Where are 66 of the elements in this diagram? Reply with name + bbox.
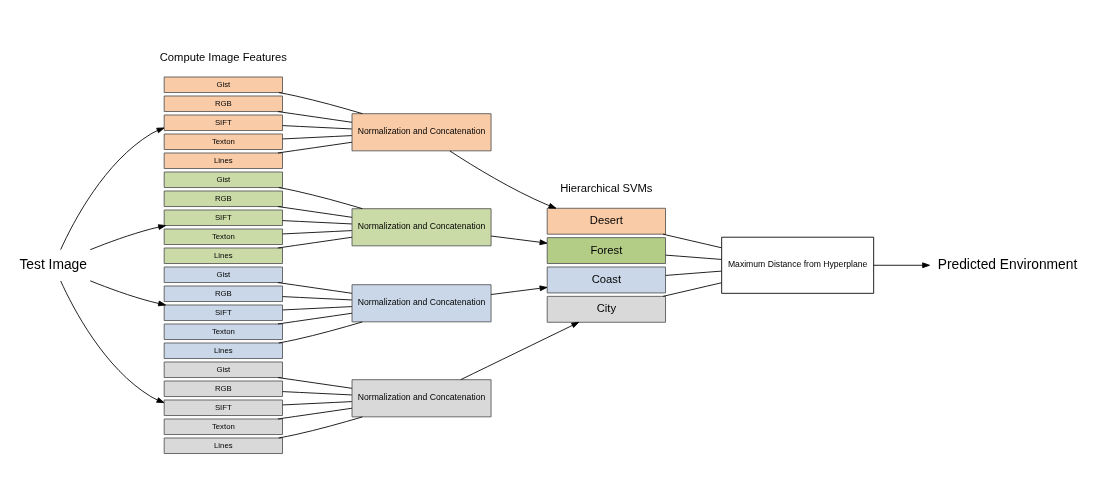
node-box: RGB (163, 190, 283, 207)
connector (277, 206, 353, 218)
connector (282, 296, 353, 301)
connector (277, 407, 353, 420)
connector (277, 282, 353, 294)
node-box: Texton (163, 133, 283, 150)
node-box: Lines (163, 342, 283, 359)
connector (665, 254, 722, 260)
node-box: Texton (163, 323, 283, 340)
node-box: Gist (163, 361, 283, 378)
node-box: RGB (163, 380, 283, 397)
node-box: Lines (163, 247, 283, 264)
connector (282, 125, 353, 130)
node-text: Test Image (19, 255, 87, 272)
arrow (490, 285, 548, 295)
connector (278, 321, 363, 344)
node-box: Gist (163, 171, 283, 188)
node-box: Lines (163, 437, 283, 454)
node-box: Normalization and Concatenation (351, 113, 492, 152)
connector (277, 312, 353, 325)
node-box: Forest (546, 237, 666, 264)
arrow (449, 150, 557, 209)
connector (662, 233, 722, 249)
node-box: Normalization and Concatenation (351, 284, 492, 323)
arrow (873, 262, 930, 269)
connector (278, 92, 363, 115)
connector (282, 306, 353, 311)
connector (278, 187, 363, 210)
node-box: Lines (163, 152, 283, 169)
connector (282, 230, 353, 235)
arrow (89, 224, 166, 251)
node-box: Maximum Distance from Hyperplane (721, 236, 875, 294)
node-box: SIFT (163, 209, 283, 226)
label: Hierarchical SVMs (560, 182, 653, 195)
node-box: Texton (163, 418, 283, 435)
node-box: SIFT (163, 399, 283, 416)
node-box: Texton (163, 228, 283, 245)
arrow (490, 235, 548, 246)
node-box: City (546, 295, 666, 323)
arrow (60, 280, 165, 404)
connector (282, 220, 353, 225)
connector (662, 282, 722, 297)
node-box: SIFT (163, 114, 283, 131)
connector (665, 270, 722, 276)
node-text: Predicted Environment (937, 255, 1078, 272)
node-box: RGB (163, 285, 283, 302)
label: Compute Image Features (159, 50, 287, 63)
connector (282, 391, 353, 396)
node-box: SIFT (163, 304, 283, 321)
node-box: Normalization and Concatenation (351, 379, 492, 418)
node-box: RGB (163, 95, 283, 112)
connector (277, 236, 353, 249)
connector (282, 401, 353, 406)
node-box: Desert (546, 207, 666, 235)
connector (277, 111, 353, 123)
node-box: Gist (163, 266, 283, 283)
node-box: Coast (546, 266, 666, 294)
arrow (60, 127, 165, 251)
node-box: Normalization and Concatenation (351, 208, 492, 247)
arrow (460, 321, 580, 381)
connector (282, 135, 353, 140)
connector (277, 141, 353, 154)
connector (278, 416, 363, 439)
arrow (89, 280, 166, 307)
connector (277, 377, 353, 389)
node-box: Gist (163, 76, 283, 93)
